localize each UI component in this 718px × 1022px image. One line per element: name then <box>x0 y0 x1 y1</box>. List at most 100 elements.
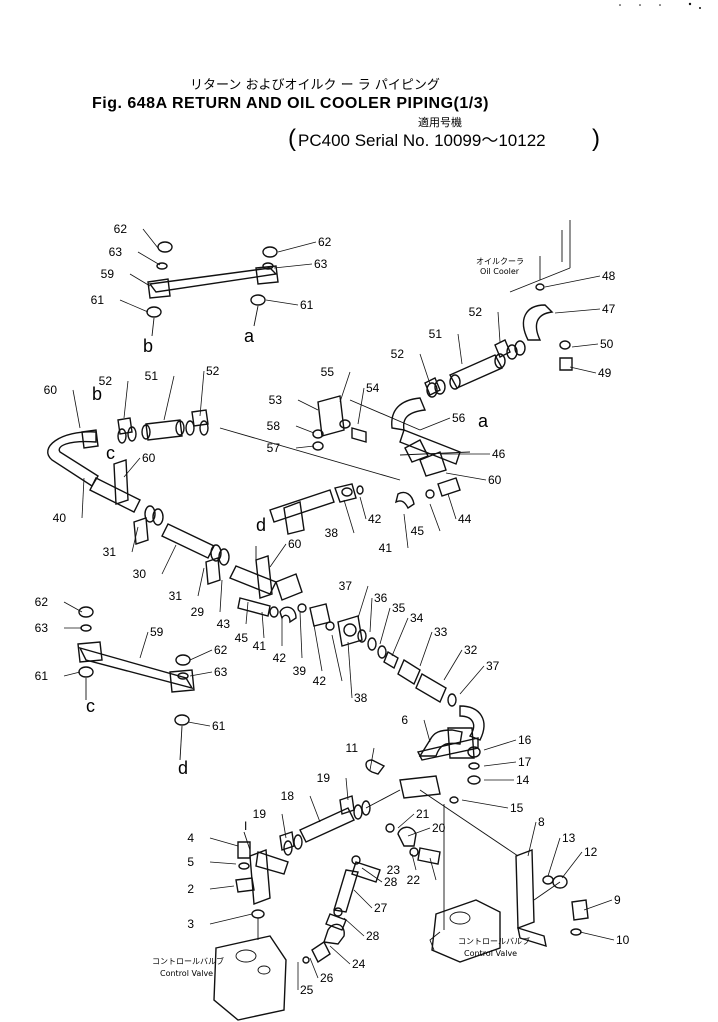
callout-number: 45 <box>411 524 425 538</box>
callout-number: 5 <box>187 855 194 869</box>
callout-leader <box>544 275 601 288</box>
callout-leader <box>142 228 159 249</box>
callout-leader <box>273 263 313 269</box>
callout-number: 63 <box>109 245 123 259</box>
callout-number: 31 <box>103 545 117 559</box>
callout-number: 22 <box>407 873 421 887</box>
callout-leader <box>583 899 613 911</box>
callout-leader <box>313 624 323 672</box>
callout-leader <box>209 837 239 847</box>
callout-leader <box>209 913 253 925</box>
oil-cooler-connection <box>509 220 573 371</box>
reference-letter: d <box>178 758 188 778</box>
callout-leader <box>419 417 451 431</box>
callout-leader <box>403 513 409 549</box>
callout-leader <box>163 375 175 421</box>
callout-number: 58 <box>267 419 281 433</box>
callout-number: 55 <box>321 365 335 379</box>
callout-number: 51 <box>145 369 159 383</box>
callout-leader <box>137 251 161 266</box>
oil-cooler-label-jp: オイルクーラ <box>476 257 524 266</box>
callout-number: 62 <box>114 222 128 236</box>
applicable-models-jp: 適用号機 <box>418 115 462 129</box>
callout-number: 33 <box>434 625 448 639</box>
callout-leader <box>199 370 205 417</box>
callout-number: 21 <box>416 807 430 821</box>
mid-right-fittings <box>269 477 461 535</box>
callout-leader <box>309 795 321 823</box>
callout-number: 41 <box>379 541 393 555</box>
callout-number: 48 <box>602 269 616 283</box>
callout-number: 38 <box>325 526 339 540</box>
callout-leader <box>277 241 317 253</box>
control-valve-left-label: Control Valve <box>160 969 213 978</box>
callout-leader <box>461 799 509 809</box>
callout-number: 57 <box>267 441 281 455</box>
callout-leader <box>63 601 83 613</box>
callout-number: 54 <box>366 381 380 395</box>
callout-leader <box>554 308 601 314</box>
callout-number: 37 <box>339 579 353 593</box>
callout-leader <box>429 857 437 881</box>
callout-number: 42 <box>313 674 327 688</box>
callout-leader <box>161 544 177 575</box>
callout-number: 52 <box>469 305 483 319</box>
callout-leader <box>359 496 367 520</box>
callout-number: 40 <box>53 511 67 525</box>
center-bracket-and-pipe <box>219 395 471 481</box>
serial-paren-close: ) <box>592 125 600 152</box>
callout-number: 25 <box>300 983 314 997</box>
callout-leader <box>369 747 375 771</box>
upper-right-hose <box>424 339 526 398</box>
callout-numbers: 6263596162636148475049525152555453565857… <box>35 222 630 997</box>
callout-number: 29 <box>191 605 205 619</box>
callout-leader <box>483 761 517 767</box>
callout-leader <box>561 851 583 879</box>
callout-leader <box>265 299 299 306</box>
callout-number: 56 <box>452 411 466 425</box>
callout-number: 23 <box>387 863 401 877</box>
callout-number: 26 <box>320 971 334 985</box>
callout-leader <box>189 649 213 661</box>
callout-leader <box>139 631 149 659</box>
callout-number: 62 <box>318 235 332 249</box>
callout-number: 3 <box>187 917 194 931</box>
callout-leader <box>189 671 213 677</box>
callout-leader <box>361 867 383 883</box>
callout-number: 60 <box>44 383 58 397</box>
callout-number: 4 <box>187 831 194 845</box>
lower-hose <box>279 789 401 856</box>
callout-number: 42 <box>368 512 382 526</box>
callout-leader <box>245 601 249 625</box>
callout-leader <box>339 371 351 403</box>
right-bracket-assembly <box>419 789 589 948</box>
callout-number: 52 <box>206 364 220 378</box>
callout-number: 24 <box>352 957 366 971</box>
part-label-roman: I <box>244 819 247 833</box>
callout-number: 63 <box>314 257 328 271</box>
callout-leader <box>309 957 319 979</box>
callout-number: 59 <box>101 267 115 281</box>
callout-leader <box>369 597 373 633</box>
callout-leader <box>299 611 303 659</box>
callout-number: 52 <box>99 374 113 388</box>
callout-leader <box>447 493 457 520</box>
callout-number: 18 <box>281 789 295 803</box>
callout-leader <box>443 649 463 681</box>
callout-leader <box>295 425 315 434</box>
callout-number: 19 <box>253 807 267 821</box>
callout-number: 43 <box>217 617 231 631</box>
callout-number: 62 <box>35 595 49 609</box>
callout-leader <box>343 499 355 534</box>
callout-number: 6 <box>401 713 408 727</box>
callout-leader <box>571 343 599 348</box>
callout-number: 60 <box>488 473 502 487</box>
callout-leader <box>187 721 211 727</box>
callout-leader <box>407 827 431 837</box>
callout-leader <box>457 333 463 365</box>
serial-paren-open: ( <box>288 125 296 152</box>
figure-title: Fig. 648A RETURN AND OIL COOLER PIPING(1… <box>92 95 489 112</box>
callout-number: 34 <box>410 611 424 625</box>
callout-leader <box>423 719 431 743</box>
